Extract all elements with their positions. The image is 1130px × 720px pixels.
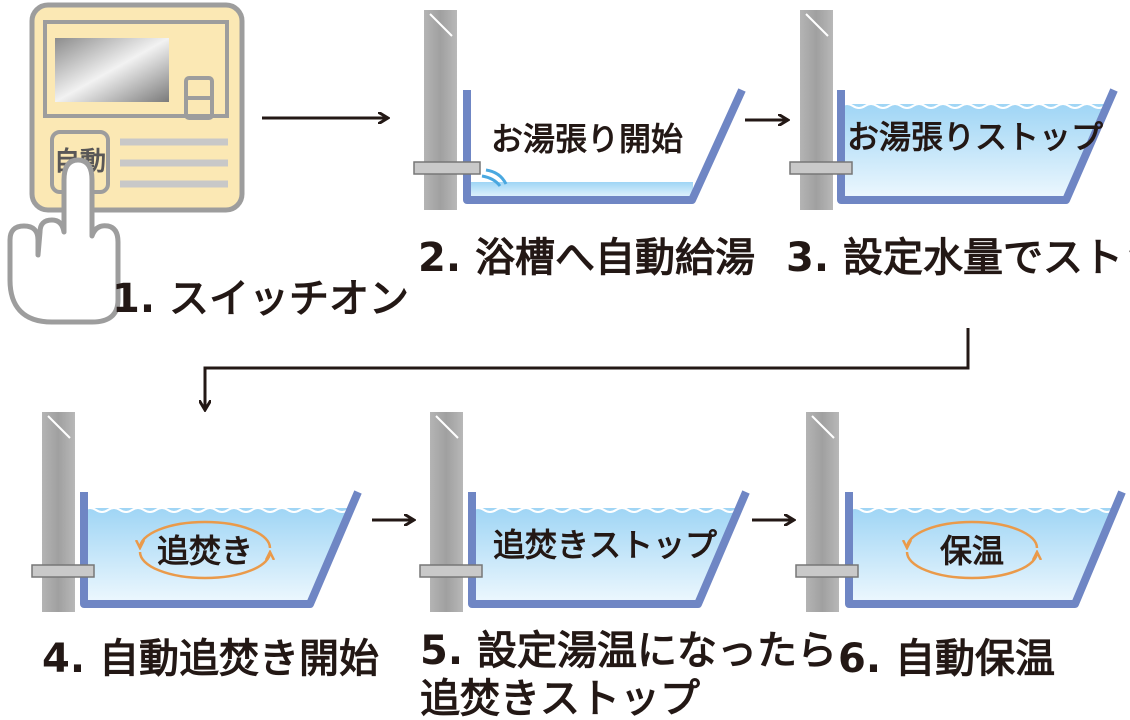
water-surface (848, 507, 1114, 513)
bath-wall (800, 10, 833, 210)
water-flow-icon (481, 168, 508, 187)
step-5-caption-line-2: 追焚きストップ (420, 676, 700, 720)
water-surface (83, 507, 349, 513)
panel-display-frame (43, 20, 229, 118)
bath-label: お湯張り開始 (491, 120, 683, 158)
bathtub (837, 88, 1118, 204)
step-3-caption: 3. 設定水量でストップ (786, 235, 1130, 281)
step-1-caption: 1. スイッチオン (112, 276, 409, 322)
step-6-keep-warm: 保温 6. 自動保温 (795, 412, 1126, 682)
step-2-filling-bath: お湯張り開始 2. 浴槽へ自動給湯 (413, 10, 755, 281)
step-1-control-panel: 自動 1. スイッチオン (7, 2, 409, 325)
bath-wall (430, 412, 463, 612)
water-surface (840, 103, 1106, 109)
water-inlet-pipe (789, 161, 853, 175)
water-inlet-pipe (413, 161, 481, 175)
bath-label: 追焚きストップ (493, 526, 718, 564)
step-2-caption: 2. 浴槽へ自動給湯 (418, 235, 755, 281)
panel-knob-icon (184, 76, 214, 120)
step-4-caption: 4. 自動追焚き開始 (42, 636, 379, 682)
bath-label: 追焚き (157, 532, 253, 570)
water-layer (472, 508, 741, 604)
step-6-caption: 6. 自動保温 (838, 636, 1055, 682)
step-5-reheat-stop: 追焚きストップ 5. 設定湯温になったら 追焚きストップ (419, 412, 837, 720)
circulation-arrow-bottom-icon (905, 552, 1037, 580)
pointing-hand-icon (7, 157, 121, 325)
step-5-caption-line-1: 5. 設定湯温になったら (420, 628, 837, 674)
circulation-arrow-bottom-icon (138, 552, 270, 580)
circulation-arrow-top-icon (140, 520, 272, 548)
bathtub (468, 490, 750, 608)
bathtub (845, 490, 1126, 608)
water-layer (849, 508, 1118, 604)
bath-label: お湯張りストップ (847, 118, 1104, 156)
bathtub (463, 88, 746, 204)
bath-label: 保温 (940, 532, 1004, 570)
bathtub (80, 490, 362, 608)
circulation-arrow-top-icon (907, 520, 1039, 548)
water-inlet-pipe (31, 564, 95, 578)
water-layer (841, 104, 1108, 200)
bath-wall (424, 10, 457, 210)
panel-display-screen (55, 38, 169, 102)
step-3-full-bath: お湯張りストップ 3. 設定水量でストップ (786, 10, 1130, 281)
water-surface (471, 507, 737, 513)
water-layer (467, 182, 693, 200)
bath-wall (42, 412, 75, 612)
water-inlet-pipe (419, 564, 483, 578)
panel-indicator-lines (120, 138, 228, 188)
water-inlet-pipe (795, 564, 859, 578)
flow-arrow-3-4 (205, 328, 970, 410)
step-4-reheating: 追焚き 4. 自動追焚き開始 (31, 412, 379, 682)
bath-wall (806, 412, 839, 612)
